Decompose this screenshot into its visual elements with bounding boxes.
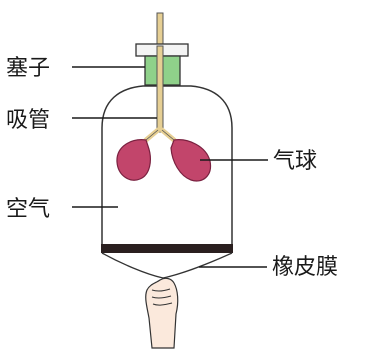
balloon-label: 气球 bbox=[273, 149, 317, 174]
hand-icon bbox=[145, 277, 179, 349]
diaphragm-label: 橡皮膜 bbox=[272, 255, 338, 280]
balloon-left bbox=[116, 139, 151, 181]
rubber-membrane bbox=[101, 252, 233, 279]
tube-label: 吸管 bbox=[6, 108, 50, 133]
membrane-band bbox=[101, 244, 233, 253]
air-label: 空气 bbox=[6, 197, 50, 222]
tube-stem bbox=[156, 45, 164, 133]
stopper-label: 塞子 bbox=[6, 56, 50, 81]
balloon-right bbox=[170, 139, 212, 182]
tube-top bbox=[156, 12, 164, 47]
